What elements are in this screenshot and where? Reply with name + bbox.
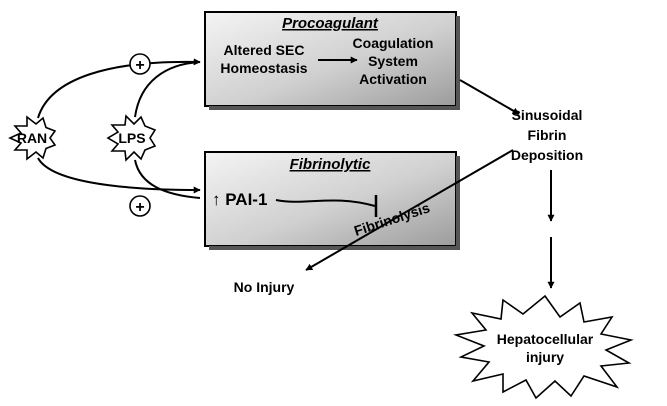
lps-star: LPS: [106, 114, 157, 162]
sinusoidal-label-line3: Deposition: [511, 147, 583, 163]
plus-circle-top: +: [129, 53, 151, 75]
activation-curves: [37, 58, 201, 199]
plus-circle-bottom: +: [129, 195, 151, 217]
ran-label: RAN: [17, 130, 47, 146]
procoagulant-box: Procoagulant Altered SEC Homeostasis Coa…: [204, 11, 460, 110]
procoagulant-title: Procoagulant: [282, 15, 379, 32]
hepatocellular-star-shape: [453, 294, 634, 400]
sinusoidal-fibrin-deposition: Sinusoidal Fibrin Deposition: [511, 107, 583, 163]
lps-to-procoagulant-curve: [134, 61, 201, 118]
to-no-injury-arrow: [305, 149, 514, 271]
no-injury-label: No Injury: [234, 279, 295, 295]
coagulation-label-line2: System: [368, 53, 418, 69]
plus-sign-bottom: +: [135, 199, 144, 216]
ran-to-fibrinolytic-curve: [37, 157, 201, 194]
lps-label: LPS: [118, 130, 145, 146]
fibrinolytic-title: Fibrinolytic: [290, 156, 371, 173]
sinusoidal-label-line2: Fibrin: [528, 127, 567, 143]
ran-star-shape: [8, 115, 57, 161]
pai1-inhibition-line: [275, 199, 376, 207]
hepatocellular-injury-star: Hepatocellular injury: [453, 294, 634, 400]
hepatocellular-label-line1: Hepatocellular: [497, 331, 594, 347]
sinusoidal-label-line1: Sinusoidal: [512, 107, 583, 123]
altered-sec-label-line1: Altered SEC: [224, 42, 305, 58]
lps-star-shape: [106, 114, 157, 162]
lps-to-fibrinolytic-curve: [134, 159, 201, 199]
hepatocellular-label-line2: injury: [526, 349, 564, 365]
coagulation-to-sinusoidal-arrow: [459, 79, 520, 115]
fibrinolytic-box: Fibrinolytic ↑ PAI-1 Fibrinolysis: [204, 151, 460, 250]
plus-sign-top: +: [135, 57, 144, 74]
ran-star: RAN: [8, 115, 57, 161]
pai1-label: ↑ PAI-1: [212, 190, 267, 209]
altered-sec-label-line2: Homeostasis: [220, 60, 307, 76]
coagulation-label-line3: Activation: [359, 71, 427, 87]
coagulation-label-line1: Coagulation: [353, 35, 434, 51]
ran-to-procoagulant-curve: [37, 58, 201, 119]
